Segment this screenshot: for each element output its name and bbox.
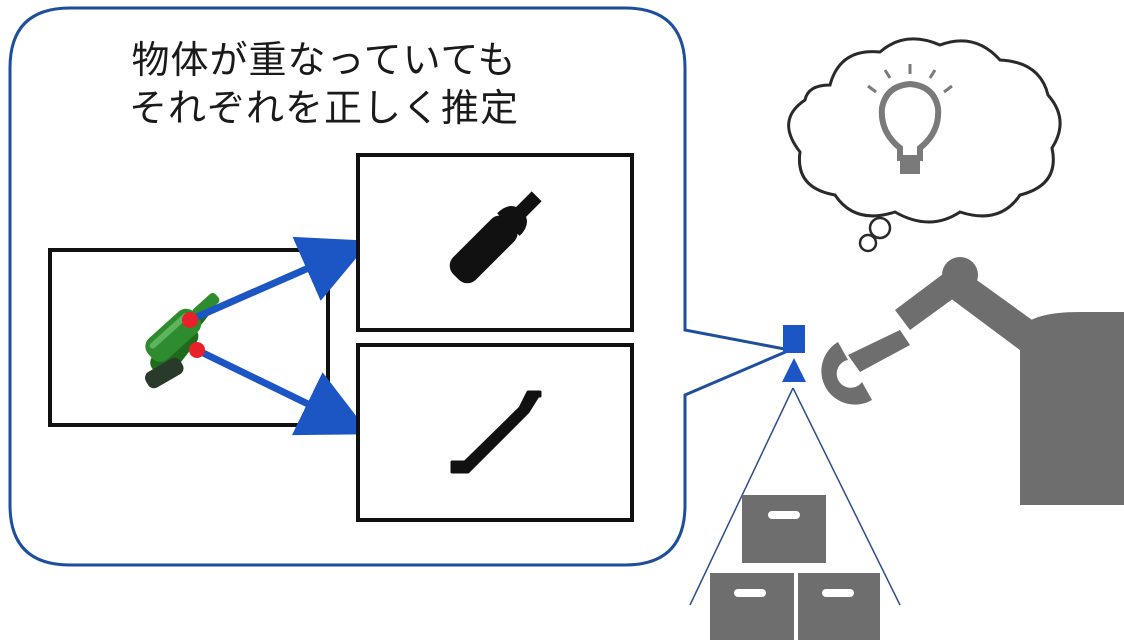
camera-fov-left [689, 387, 794, 606]
thought-cloud-icon [787, 37, 1062, 253]
arrow-to-bottle-2 [195, 346, 371, 436]
keypoint-1 [182, 312, 198, 328]
caption-line-2: それぞれを正しく推定 [128, 86, 519, 130]
stacked-boxes [710, 495, 880, 640]
arrow-to-bottle-1 [188, 236, 371, 324]
caption-line-1: 物体が重なっていても [131, 38, 517, 82]
caption: 物体が重なっていても それぞれを正しく推定 [84, 36, 564, 132]
camera-fov-right [792, 387, 901, 606]
keypoint-2 [189, 342, 205, 358]
camera-icon [782, 325, 806, 382]
robot-arm-icon [821, 257, 1124, 505]
bottle-silhouette-2 [450, 390, 542, 474]
lightbulb-icon [867, 64, 953, 174]
bottle-silhouette-1 [449, 191, 542, 284]
